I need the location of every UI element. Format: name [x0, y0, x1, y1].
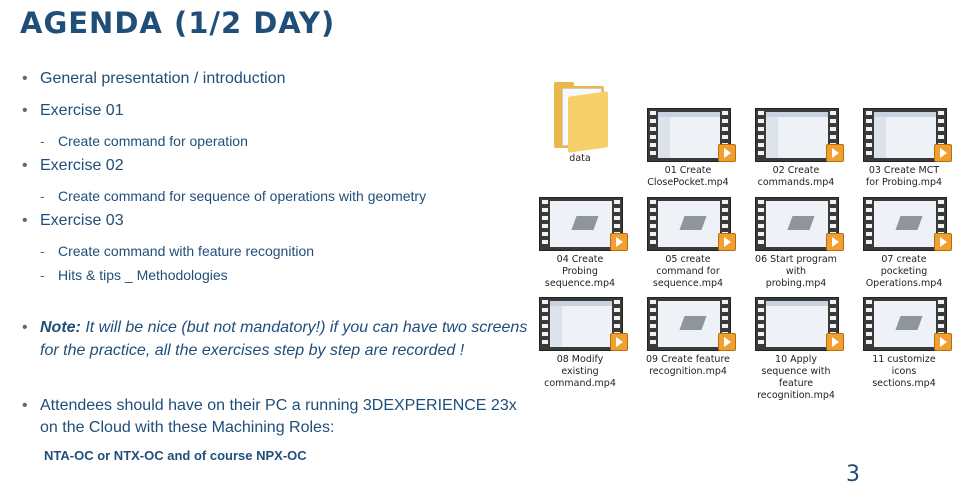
agenda-subitem: -Create command for sequence of operatio… [40, 188, 427, 204]
video-file-item[interactable]: 06 Start program with probing.mp4 [741, 195, 851, 290]
play-icon [718, 144, 736, 162]
play-icon [934, 233, 952, 251]
video-thumbnail-icon [640, 106, 736, 162]
agenda-item: •Exercise 01 [22, 102, 124, 119]
file-label: probing.mp4 [765, 278, 827, 289]
agenda-item-text: General presentation / introduction [40, 70, 286, 87]
video-file-item[interactable]: 10 Apply sequence with feature recogniti… [741, 295, 851, 402]
file-label: sequence.mp4 [544, 278, 616, 289]
play-icon [826, 333, 844, 351]
folder-icon [550, 80, 610, 153]
file-label: sequence with [761, 366, 831, 377]
agenda-subitem-text: Create command with feature recognition [58, 243, 315, 259]
agenda-item-text: Exercise 02 [40, 157, 124, 174]
file-label: for Probing.mp4 [865, 177, 943, 188]
play-icon [934, 333, 952, 351]
video-thumbnail-icon [856, 106, 952, 162]
agenda-subitem-text: Hits & tips _ Methodologies [58, 267, 228, 283]
file-label: commands.mp4 [757, 177, 835, 188]
attendees-text: Attendees should have on their PC a runn… [40, 397, 517, 414]
file-label: 04 Create [556, 254, 604, 265]
video-file-item[interactable]: 01 Create ClosePocket.mp4 [633, 106, 743, 189]
file-label: 03 Create MCT [868, 165, 940, 176]
video-file-item[interactable]: 05 create command for sequence.mp4 [633, 195, 743, 290]
file-label: 08 Modify [556, 354, 604, 365]
file-label: 05 create [665, 254, 711, 265]
file-label: command for [656, 266, 720, 277]
video-thumbnail-icon [748, 295, 844, 351]
video-file-item[interactable]: 02 Create commands.mp4 [741, 106, 851, 189]
video-file-item[interactable]: 09 Create feature recognition.mp4 [633, 295, 743, 378]
video-file-item[interactable]: 08 Modify existing command.mp4 [525, 295, 635, 390]
video-thumbnail-icon [856, 195, 952, 251]
file-label: pocketing [880, 266, 928, 277]
video-thumbnail-icon [640, 195, 736, 251]
video-file-item[interactable]: 04 Create Probing sequence.mp4 [525, 195, 635, 290]
file-label: with [785, 266, 807, 277]
play-icon [718, 333, 736, 351]
agenda-item: •Exercise 02 [22, 157, 124, 174]
file-label: 09 Create feature [646, 354, 730, 365]
video-file-item[interactable]: 07 create pocketing Operations.mp4 [849, 195, 959, 290]
file-label: data [569, 153, 591, 164]
play-icon [610, 333, 628, 351]
file-label: 01 Create [664, 165, 712, 176]
video-file-item[interactable]: 11 customize icons sections.mp4 [849, 295, 959, 390]
play-icon [934, 144, 952, 162]
file-label: recognition.mp4 [649, 366, 727, 377]
agenda-subitem-text: Create command for operation [58, 133, 248, 149]
agenda-item-text: Exercise 03 [40, 212, 124, 229]
roles-text: NTA-OC or NTX-OC and of course NPX-OC [44, 448, 307, 463]
file-label: 10 Apply [775, 354, 817, 365]
attendees-text-cont: on the Cloud with these Machining Roles: [40, 419, 335, 436]
file-label: Probing [562, 266, 598, 277]
video-thumbnail-icon [748, 195, 844, 251]
file-label: 02 Create [772, 165, 820, 176]
file-label: feature [778, 378, 814, 389]
agenda-subitem: -Create command for operation [40, 133, 248, 149]
file-label: sections.mp4 [872, 378, 936, 389]
file-label: recognition.mp4 [757, 390, 835, 401]
file-label: ClosePocket.mp4 [647, 177, 729, 188]
agenda-subitem: -Create command with feature recognition [40, 243, 315, 259]
play-icon [826, 144, 844, 162]
video-thumbnail-icon [532, 195, 628, 251]
attendees-paragraph: •Attendees should have on their PC a run… [22, 395, 542, 439]
play-icon [826, 233, 844, 251]
video-thumbnail-icon [532, 295, 628, 351]
play-icon [610, 233, 628, 251]
slide-title: AGENDA (1/2 DAY) [20, 6, 336, 40]
video-file-item[interactable]: 03 Create MCT for Probing.mp4 [849, 106, 959, 189]
note-paragraph: •Note: It will be nice (but not mandator… [22, 316, 532, 362]
folder-item-data[interactable]: data [525, 80, 635, 165]
play-icon [718, 233, 736, 251]
note-label: Note: [40, 319, 81, 336]
file-label: 06 Start program [755, 254, 837, 265]
video-thumbnail-icon [748, 106, 844, 162]
video-thumbnail-icon [856, 295, 952, 351]
file-label: Operations.mp4 [865, 278, 943, 289]
agenda-item: •Exercise 03 [22, 212, 124, 229]
note-text-cont: for the practice, all the exercises step… [40, 342, 465, 359]
agenda-subitem: -Hits & tips _ Methodologies [40, 267, 228, 283]
note-text: It will be nice (but not mandatory!) if … [80, 319, 528, 336]
agenda-item: •General presentation / introduction [22, 70, 286, 87]
file-label: 07 create [881, 254, 927, 265]
agenda-subitem-text: Create command for sequence of operation… [58, 188, 427, 204]
file-label: command.mp4 [544, 378, 616, 389]
file-label: sequence.mp4 [652, 278, 724, 289]
file-label: icons [891, 366, 917, 377]
page-number: 3 [846, 462, 860, 487]
video-thumbnail-icon [640, 295, 736, 351]
agenda-item-text: Exercise 01 [40, 102, 124, 119]
file-label: 11 customize [872, 354, 936, 365]
file-label: existing [561, 366, 599, 377]
